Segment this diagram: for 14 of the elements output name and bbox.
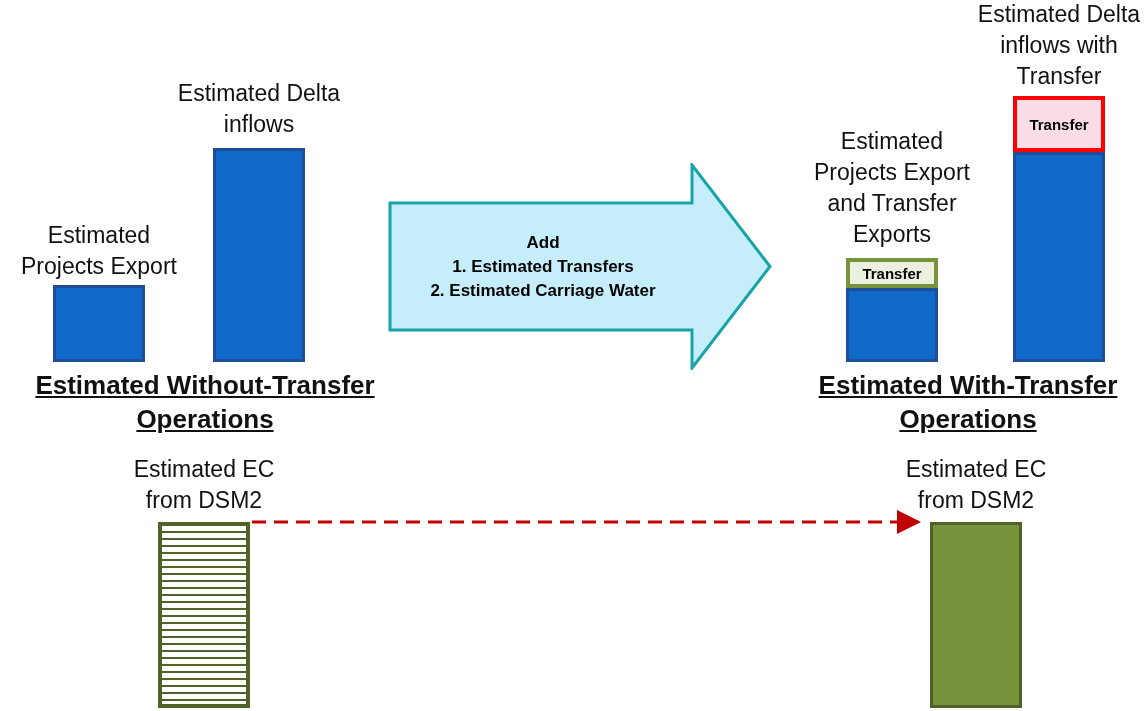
bar-caption: Estimated EC from DSM2 (132, 455, 276, 515)
section-heading: Estimated Without-Transfer Operations (34, 369, 376, 436)
transfer-box: Transfer (846, 258, 938, 288)
bar-caption: Estimated Projects Export and Transfer Exports (813, 127, 971, 249)
bar-caption: Estimated Projects Export (20, 221, 178, 281)
section-heading: Estimated With-Transfer Operations (817, 369, 1119, 436)
transfer-box: Transfer (1013, 96, 1105, 152)
bar-caption: Estimated EC from DSM2 (904, 455, 1048, 515)
arrow-text: Add (525, 232, 561, 254)
bar-caption: Estimated Delta inflows with Transfer (976, 0, 1142, 91)
arrow (252, 510, 921, 534)
bar-caption: Estimated Delta inflows (176, 79, 342, 139)
arrow-text: 1. Estimated Transfers (451, 256, 635, 278)
arrow-text: 2. Estimated Carriage Water (429, 280, 657, 302)
